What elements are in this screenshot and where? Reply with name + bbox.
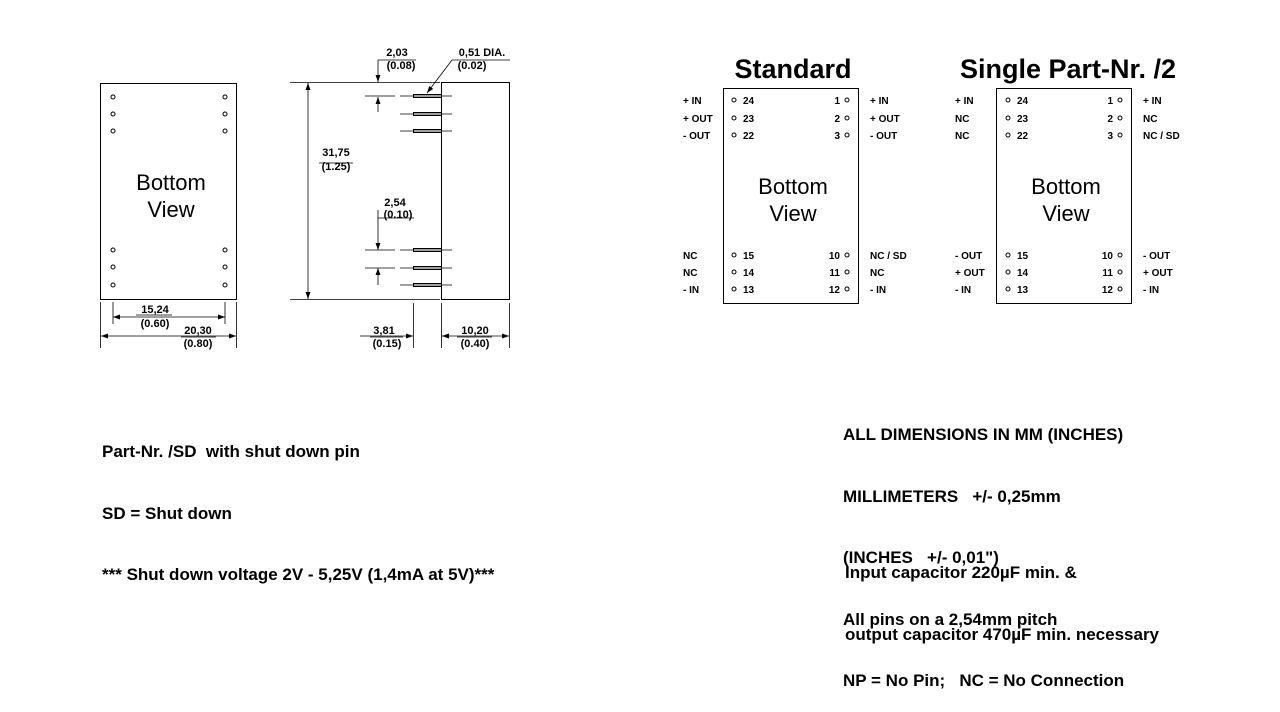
signal-label: + IN: [683, 96, 702, 107]
pin-number: 13: [1017, 285, 1029, 296]
signal-label: - OUT: [1143, 251, 1170, 262]
mechanical-drawing: Bottom View 15,24 (0.60) 20,30 (0.80): [100, 47, 1180, 350]
dim-pin-dia-mm: 0,51 DIA.: [459, 47, 505, 59]
dim-height-in: (0.40): [461, 338, 490, 350]
dim-pin-len-mm: 3,81: [373, 325, 394, 337]
dim-pitch-mm: 2,54: [384, 197, 406, 209]
note-line: NP = No Pin; NC = No Connection: [843, 671, 1125, 690]
signal-label: NC: [955, 114, 969, 125]
signal-label: NC: [683, 251, 697, 262]
signal-label: - IN: [1143, 285, 1159, 296]
signal-label: NC: [1143, 114, 1157, 125]
signal-label: NC / SD: [870, 251, 907, 262]
signal-label: - OUT: [955, 251, 982, 262]
pin-number: 10: [829, 251, 841, 262]
pin-number: 24: [743, 96, 755, 107]
signal-label: NC: [683, 268, 697, 279]
signal-label: NC: [870, 268, 884, 279]
dim-pitch-in: (0.10): [384, 209, 413, 221]
pinout-bottom-view-1: Bottom: [1031, 174, 1101, 199]
pinout-bottom-view-2: View: [769, 201, 816, 226]
pinout-title: Single Part-Nr. /2: [960, 54, 1176, 84]
signal-label: - OUT: [870, 131, 897, 142]
pin-number: 13: [743, 285, 755, 296]
note-line: MILLIMETERS +/- 0,25mm: [843, 486, 1061, 506]
pin-number: 15: [1017, 251, 1029, 262]
datasheet-page: Bottom View 15,24 (0.60) 20,30 (0.80): [100, 47, 1180, 690]
pinout-bottom-view-1: Bottom: [758, 174, 828, 199]
signal-label: + OUT: [955, 268, 985, 279]
dim-d1-mm: 2,03: [386, 47, 407, 59]
pin-number: 1: [834, 96, 840, 107]
dim-width-mm: 20,30: [184, 325, 212, 337]
pin-number: 22: [743, 131, 755, 142]
pin-number: 2: [1107, 114, 1113, 125]
dim-pin-len-in: (0.15): [373, 338, 402, 350]
dim-height-mm: 10,20: [461, 325, 489, 337]
pin-number: 14: [743, 268, 755, 279]
pin-number: 24: [1017, 96, 1029, 107]
pin-number: 15: [743, 251, 755, 262]
signal-label: - IN: [683, 285, 699, 296]
note-line: SD = Shut down: [102, 503, 232, 523]
pin-rows: + IN NC NC 24 23 22 1 2 3 + IN NC NC / S…: [955, 96, 1180, 296]
note-line: output capacitor 470µF min. necessary: [845, 624, 1160, 644]
signal-label: NC / SD: [1143, 131, 1180, 142]
pin-number: 3: [834, 131, 840, 142]
note-line: (INCHES +/- 0,01"): [843, 548, 999, 567]
pin-number: 22: [1017, 131, 1029, 142]
note-line: ALL DIMENSIONS IN MM (INCHES): [843, 425, 1124, 444]
signal-label: + IN: [870, 96, 889, 107]
pinout-single: Single Part-Nr. /2 Bottom View + IN NC N…: [955, 54, 1180, 304]
shutdown-notes: Part-Nr. /SD with shut down pin SD = Shu…: [102, 401, 494, 606]
side-view-outline: [400, 82, 510, 300]
dim-row-space-in: (0.60): [141, 318, 170, 330]
signal-label: + IN: [1143, 96, 1162, 107]
note-line: Input capacitor 220µF min. &: [845, 563, 1077, 582]
bottom-view-label-1: Bottom: [136, 170, 206, 195]
capacitor-notes: Input capacitor 220µF min. & output capa…: [845, 522, 1159, 666]
signal-label: + OUT: [683, 114, 713, 125]
pin-rows: + IN + OUT - OUT 24 23 22 1 2 3 + IN + O…: [683, 96, 907, 296]
signal-label: - IN: [955, 285, 971, 296]
signal-label: + IN: [955, 96, 974, 107]
dim-length-in: (1.25): [322, 161, 351, 173]
pin-number: 23: [743, 114, 755, 125]
dim-width-in: (0.80): [184, 338, 213, 350]
dim-pin-dia-in: (0.02): [458, 60, 487, 72]
signal-label: - OUT: [683, 131, 710, 142]
signal-label: + OUT: [1143, 268, 1173, 279]
bottom-view-label-2: View: [147, 197, 194, 222]
pin-number: 1: [1107, 96, 1113, 107]
pinout-title: Standard: [734, 54, 851, 84]
signal-label: NC: [955, 131, 969, 142]
dim-d1-in: (0.08): [387, 60, 416, 72]
pin-number: 3: [1107, 131, 1113, 142]
pin-number: 14: [1017, 268, 1029, 279]
pinout-bottom-view-2: View: [1042, 201, 1089, 226]
pin-number: 11: [829, 268, 840, 279]
bottom-view-outline: Bottom View: [100, 83, 237, 300]
note-line: *** Shut down voltage 2V - 5,25V (1,4mA …: [102, 565, 495, 584]
dim-length-mm: 31,75: [322, 147, 350, 159]
dim-row-space-mm: 15,24: [141, 304, 169, 316]
pin-number: 11: [1102, 268, 1113, 279]
pin-number: 23: [1017, 114, 1029, 125]
pin-number: 10: [1102, 251, 1114, 262]
pin-number: 2: [834, 114, 840, 125]
signal-label: - IN: [870, 285, 886, 296]
pin-number: 12: [1102, 285, 1114, 296]
note-line: Part-Nr. /SD with shut down pin: [102, 442, 360, 461]
pinout-standard: Standard Bottom View + IN + OUT - OUT 24…: [683, 54, 907, 304]
pin-number: 12: [829, 285, 841, 296]
signal-label: + OUT: [870, 114, 900, 125]
